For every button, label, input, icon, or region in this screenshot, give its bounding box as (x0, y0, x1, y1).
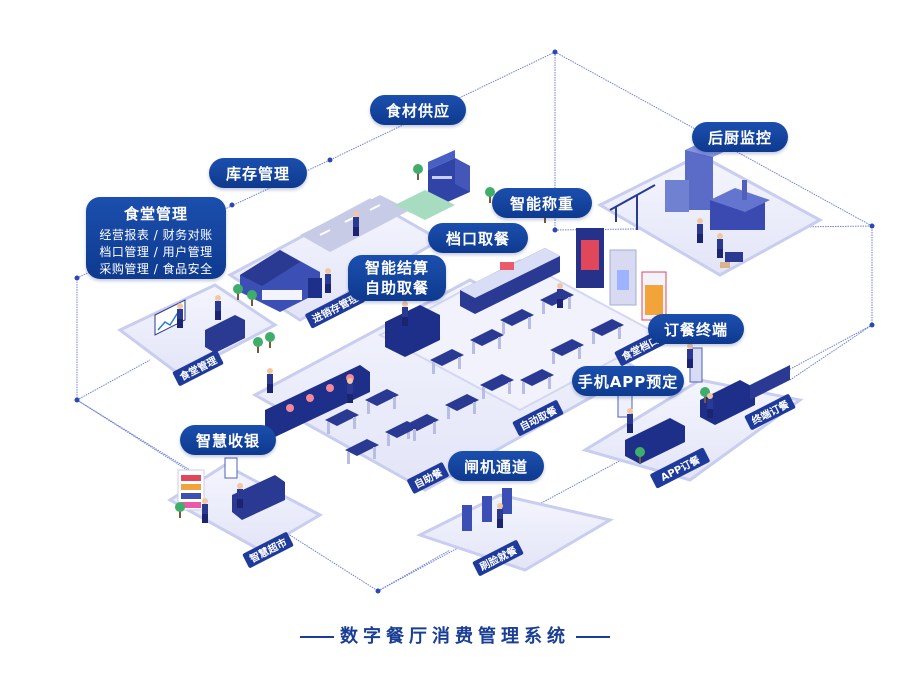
wire-right-lower (789, 324, 873, 381)
forklift-icon (720, 252, 743, 268)
callout-smart-cashier: 智慧收银 (180, 425, 276, 455)
kiosk-icon (224, 457, 285, 520)
person-icon (353, 211, 359, 236)
platform-gate (416, 493, 615, 572)
network-nodes (74, 49, 875, 594)
person-icon (687, 343, 693, 368)
network-node-icon (229, 202, 235, 208)
scale-kiosk-icon (308, 278, 322, 298)
network-node-icon (375, 588, 381, 594)
callout-canteen-mgmt-line: 档口管理 / 用户管理 (99, 245, 213, 259)
wire-left-cross (76, 359, 151, 401)
person-icon (707, 393, 713, 418)
dining-table-icon (550, 339, 584, 364)
callout-canteen-mgmt: 食堂管理 经营报表 / 财务对账 档口管理 / 用户管理 采购管理 / 食品安全 (86, 197, 226, 279)
person-icon (697, 218, 703, 243)
callout-smart-checkout-line: 智能结算 (364, 259, 429, 277)
tree-icon (175, 502, 185, 518)
person-icon (325, 268, 331, 293)
callout-smart-checkout-line: 自助取餐 (364, 279, 429, 297)
person-icon (717, 233, 723, 258)
network-node-icon (552, 49, 558, 55)
person-icon (267, 368, 273, 393)
dining-table-icon (520, 369, 554, 394)
page-title: 数字餐厅消费管理系统 (0, 622, 910, 648)
network-node-icon (869, 322, 875, 328)
person-icon (215, 295, 221, 320)
callout-smart-checkout: 智能结算 自助取餐 (348, 255, 446, 301)
dining-table-icon (430, 349, 464, 374)
title-dash-right (576, 636, 610, 638)
callout-order-terminal: 订餐终端 (648, 314, 744, 344)
person-icon (202, 498, 208, 523)
office-desk (205, 315, 245, 353)
network-node-icon (74, 397, 80, 403)
person-icon (627, 408, 633, 433)
dining-table-icon (590, 319, 624, 344)
dining-table-icon (470, 329, 504, 354)
person-icon (402, 301, 408, 326)
tree-icon (233, 284, 243, 300)
dining-table-icon (480, 374, 514, 399)
crane-icon (609, 184, 656, 230)
dining-table-icon (325, 409, 359, 434)
callout-smart-weighing: 智能称重 (492, 188, 592, 218)
stall-counter (460, 248, 560, 314)
callout-canteen-mgmt-title: 食堂管理 (123, 205, 188, 223)
dining-table-icon (500, 309, 534, 334)
person-icon (497, 503, 503, 528)
turnstile-gate-icon (462, 488, 512, 531)
page-title-text: 数字餐厅消费管理系统 (340, 626, 570, 647)
network-node-icon (327, 157, 333, 163)
line-chart-board-icon (154, 299, 186, 336)
title-dash-left (300, 636, 334, 638)
callout-canteen-mgmt-line: 采购管理 / 食品安全 (99, 262, 213, 276)
callout-inventory: 库存管理 (209, 158, 307, 188)
callout-canteen-mgmt-line: 经营报表 / 财务对账 (99, 228, 213, 242)
tree-icon (253, 337, 263, 353)
tree-icon (265, 332, 275, 348)
person-icon (177, 303, 183, 328)
wire-bottom-left (76, 399, 191, 471)
person-icon (237, 483, 243, 508)
wire-bottom-right (377, 549, 451, 592)
platform-canteen-mgmt (117, 283, 278, 377)
vending-machine-icon (576, 228, 667, 321)
network-node-icon (869, 223, 875, 229)
factory-icon (665, 143, 770, 230)
warehouse-icon (428, 150, 470, 204)
person-icon (557, 283, 563, 308)
person-icon (347, 378, 353, 403)
network-node-icon (74, 275, 80, 281)
dining-table-icon (445, 394, 479, 419)
callout-food-supply: 食材供应 (370, 95, 466, 125)
network-node-icon (552, 227, 558, 233)
checkout-counter (385, 305, 440, 357)
house-icon (240, 250, 320, 312)
tree-icon (485, 187, 495, 203)
tree-icon (635, 447, 645, 463)
callout-stall-pickup: 档口取餐 (428, 223, 528, 253)
dining-tables (325, 289, 624, 464)
dining-table-icon (345, 439, 379, 464)
people (177, 211, 723, 528)
callout-mobile-app: 手机APP预定 (572, 366, 684, 396)
callout-kitchen-monitor: 后厨监控 (692, 122, 788, 152)
crop-field (395, 190, 455, 220)
callout-gate-channel: 闸机通道 (448, 451, 544, 481)
tree-icon (413, 164, 423, 180)
dining-table-icon (365, 389, 399, 414)
dining-table-icon (385, 421, 419, 446)
tree-icon (247, 290, 257, 306)
